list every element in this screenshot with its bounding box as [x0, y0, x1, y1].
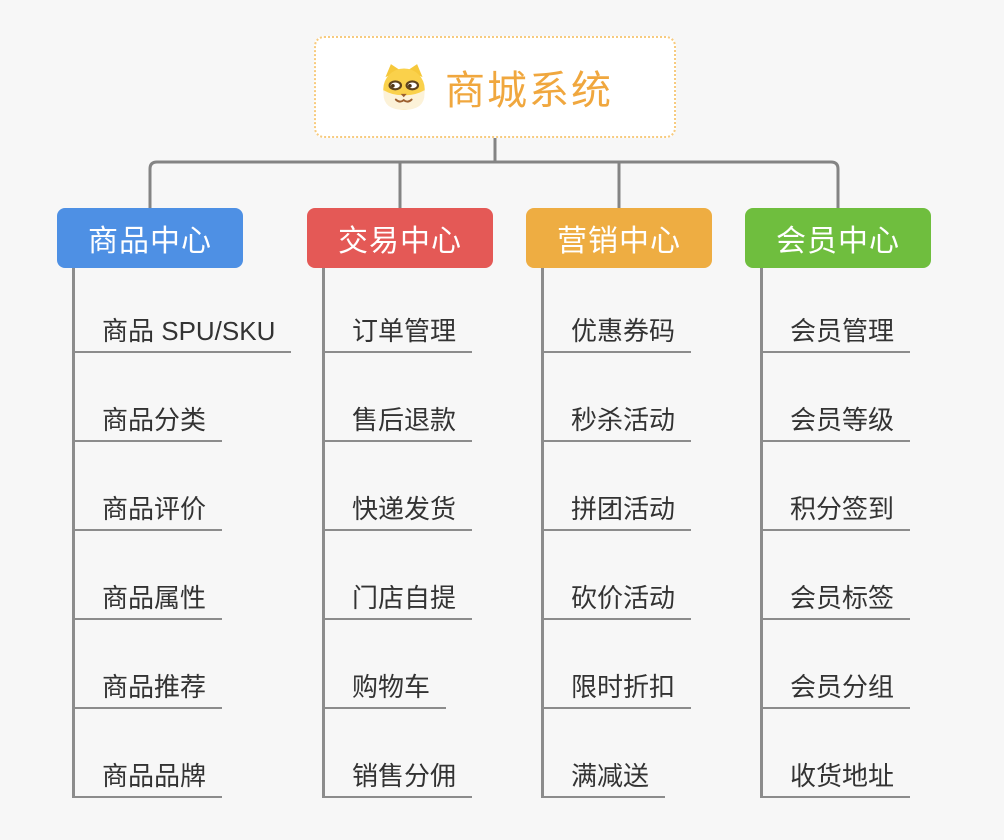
branch-label: 营销中心 [557, 225, 681, 258]
root-title: 商城系统 [445, 69, 613, 113]
child-node[interactable]: 销售分佣 [322, 752, 473, 798]
child-node[interactable]: 积分签到 [760, 485, 911, 531]
child-node[interactable]: 商品推荐 [72, 663, 223, 709]
connector-lines [148, 138, 840, 208]
child-node[interactable]: 售后退款 [322, 396, 473, 442]
branch-trunk-line [72, 268, 75, 798]
branch-trunk-line [541, 268, 544, 798]
child-node[interactable]: 会员等级 [760, 396, 911, 442]
child-node[interactable]: 限时折扣 [541, 663, 692, 709]
branch-node[interactable]: 营销中心 [526, 208, 712, 268]
branch-node[interactable]: 商品中心 [57, 208, 243, 268]
child-node[interactable]: 门店自提 [322, 574, 473, 620]
branch-label: 商品中心 [88, 225, 212, 258]
child-node[interactable]: 快递发货 [322, 485, 473, 531]
child-node[interactable]: 秒杀活动 [541, 396, 692, 442]
dog-face-icon [383, 64, 425, 110]
child-node[interactable]: 拼团活动 [541, 485, 692, 531]
child-node[interactable]: 商品评价 [72, 485, 223, 531]
branch-trunk-line [760, 268, 763, 798]
branch-trunk-line [322, 268, 325, 798]
child-node[interactable]: 优惠券码 [541, 307, 692, 353]
child-node[interactable]: 商品品牌 [72, 752, 223, 798]
child-node[interactable]: 商品属性 [72, 574, 223, 620]
child-node[interactable]: 商品 SPU/SKU [72, 307, 292, 353]
child-node[interactable]: 会员标签 [760, 574, 911, 620]
branch-node[interactable]: 会员中心 [745, 208, 931, 268]
branch-node[interactable]: 交易中心 [307, 208, 493, 268]
branch-label: 交易中心 [338, 225, 462, 258]
child-node[interactable]: 砍价活动 [541, 574, 692, 620]
child-node[interactable]: 购物车 [322, 663, 447, 709]
child-node[interactable]: 订单管理 [322, 307, 473, 353]
branch-label: 会员中心 [776, 225, 900, 258]
child-node[interactable]: 收货地址 [760, 752, 911, 798]
child-node[interactable]: 商品分类 [72, 396, 223, 442]
child-node[interactable]: 会员管理 [760, 307, 911, 353]
root-node[interactable]: 商城系统 [314, 36, 676, 138]
child-node[interactable]: 满减送 [541, 752, 666, 798]
child-node[interactable]: 会员分组 [760, 663, 911, 709]
